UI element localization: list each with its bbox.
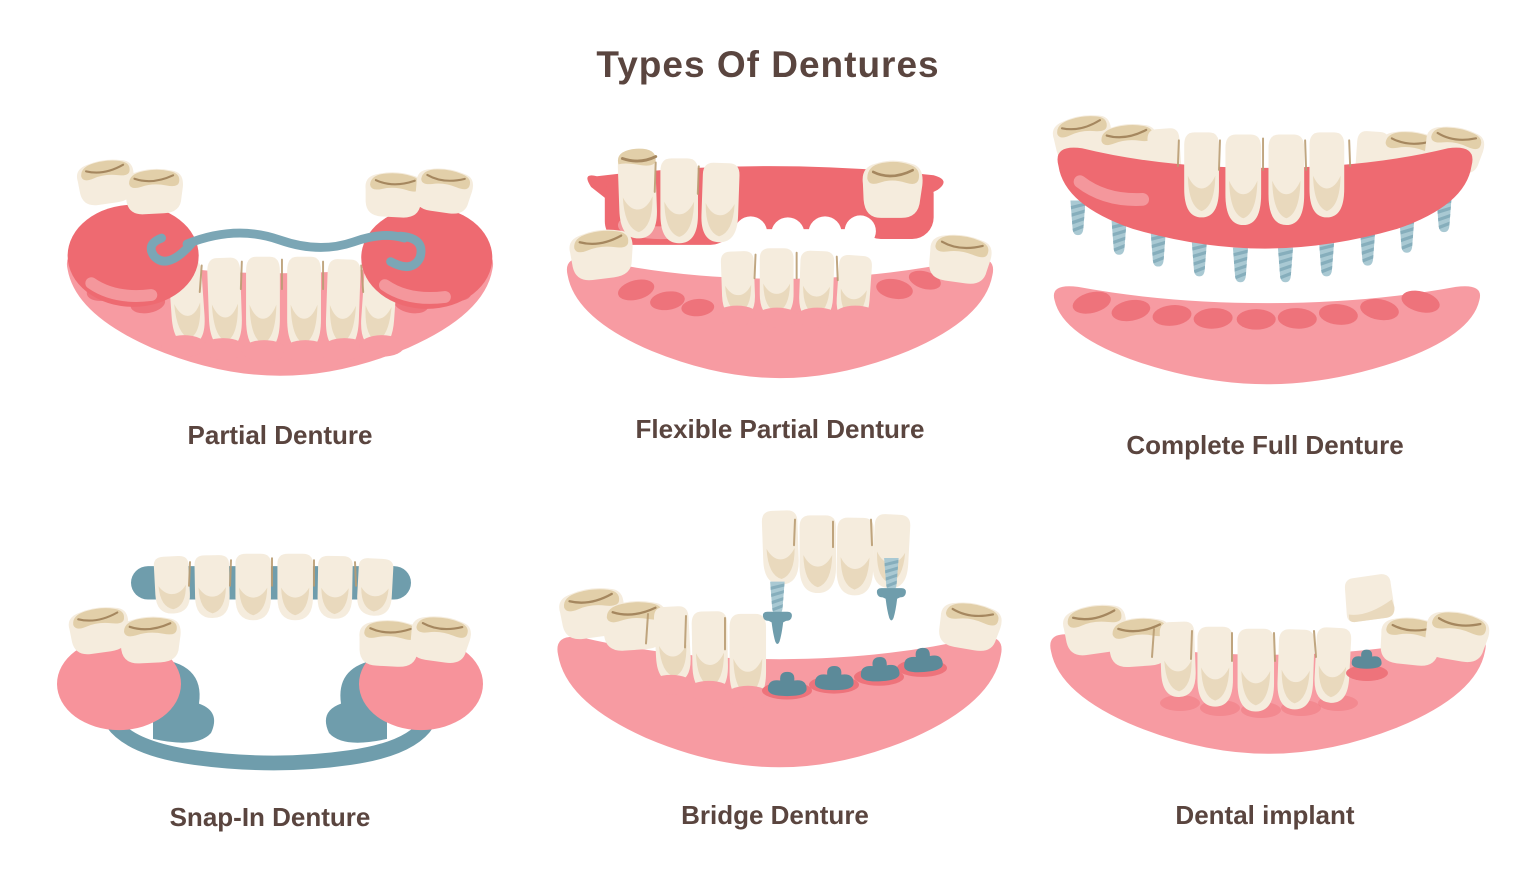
label-complete-full-denture: Complete Full Denture bbox=[1126, 430, 1404, 460]
label-snap-in-denture: Snap-In Denture bbox=[169, 802, 371, 832]
implant-abutment bbox=[1346, 649, 1388, 681]
left-gum-pad bbox=[68, 155, 199, 307]
front-teeth bbox=[1176, 132, 1352, 226]
denture-teeth bbox=[617, 148, 924, 244]
page-title: Types Of Dentures bbox=[596, 44, 940, 85]
dental-implant-illustration bbox=[1035, 545, 1505, 780]
floating-crown bbox=[1344, 574, 1395, 623]
lower-front-teeth bbox=[161, 256, 405, 362]
metal-clasp-wire bbox=[146, 228, 426, 271]
lower-gum bbox=[1053, 286, 1481, 385]
flexible-partial-denture-illustration bbox=[550, 135, 1010, 390]
bridge-denture-illustration bbox=[545, 500, 1015, 785]
lower-teeth bbox=[1059, 599, 1493, 712]
right-gum-pad bbox=[356, 611, 483, 731]
bridge-crowns bbox=[761, 510, 911, 596]
snap-in-denture-illustration bbox=[35, 515, 505, 790]
complete-full-denture-illustration bbox=[1035, 105, 1495, 400]
label-dental-implant: Dental implant bbox=[1175, 800, 1355, 830]
lower-teeth bbox=[566, 225, 995, 328]
left-gum-pad bbox=[57, 602, 184, 731]
implant-abutments bbox=[762, 646, 947, 700]
label-bridge-denture: Bridge Denture bbox=[681, 800, 869, 830]
denture-base bbox=[1057, 147, 1473, 249]
label-flexible-partial-denture: Flexible Partial Denture bbox=[635, 414, 925, 444]
partial-denture-illustration bbox=[50, 140, 510, 395]
label-partial-denture: Partial Denture bbox=[187, 420, 373, 450]
denture-front-teeth bbox=[153, 553, 394, 621]
lower-teeth bbox=[555, 583, 1006, 708]
